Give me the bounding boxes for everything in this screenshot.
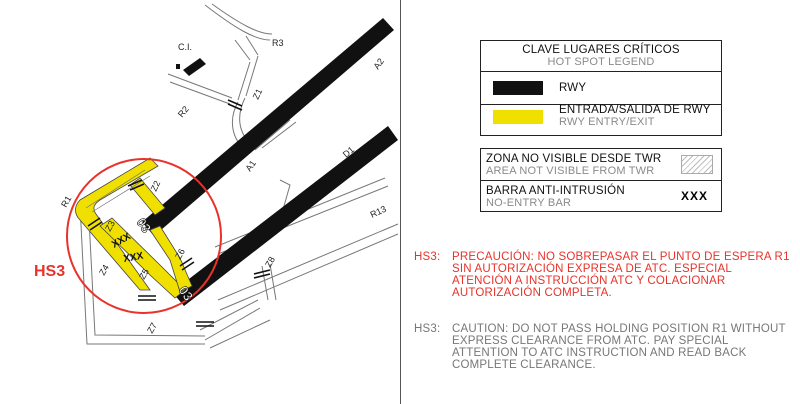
legend-row-rwy: RWY <box>481 72 721 104</box>
ci-building <box>183 58 206 76</box>
label-z4: Z4 <box>97 263 111 277</box>
label-z6: Z6 <box>173 247 187 261</box>
hotspot-label: HS3 <box>34 263 65 280</box>
no-entry-bar-b: XXX <box>123 251 145 265</box>
entry-swatch <box>493 110 543 124</box>
zone-label-en: AREA NOT VISIBLE FROM TWR <box>486 164 655 177</box>
note-en-label: HS3: <box>414 323 441 335</box>
legend-row-bar: BARRA ANTI-INTRUSIÓN NO-ENTRY BAR XXX <box>481 180 721 212</box>
hotspot-circle <box>66 158 222 314</box>
label-r13: R13 <box>369 204 388 220</box>
visibility-legend: ZONA NO VISIBLE DESDE TWR AREA NOT VISIB… <box>480 148 722 212</box>
label-z3: Z3 <box>103 219 117 233</box>
legend-rwy-label: RWY <box>559 82 587 94</box>
runway-upper <box>142 18 394 236</box>
entry-exit-taxiways <box>75 157 193 299</box>
note-es-label: HS3: <box>414 251 441 263</box>
bar-label-es: BARRA ANTI-INTRUSIÓN <box>486 184 625 197</box>
legend-title-en: HOT SPOT LEGEND <box>547 56 655 68</box>
label-a2: A2 <box>371 56 386 71</box>
label-r3: R3 <box>272 38 284 48</box>
divider <box>400 0 401 404</box>
label-z8: Z8 <box>263 255 277 269</box>
aerodrome-map: C.I. R3 A2 R2 Z1 A1 D1 Z2 R1 Z3 Z4 Z5 Z6… <box>34 3 399 349</box>
runway-lower <box>172 126 398 306</box>
legend-row-entry: ENTRADA/SALIDA DE RWY RWY ENTRY/EXIT <box>481 104 721 135</box>
hatch-swatch <box>681 155 713 174</box>
hotspot-legend: CLAVE LUGARES CRÍTICOS HOT SPOT LEGEND R… <box>480 40 722 136</box>
label-a1: A1 <box>243 158 258 173</box>
legend-entry-en: RWY ENTRY/EXIT <box>559 116 655 128</box>
no-entry-bar-symbol: XXX <box>681 189 709 203</box>
rwy-swatch <box>493 81 543 95</box>
note-en-text: CAUTION: DO NOT PASS HOLDING POSITION R1… <box>452 323 786 371</box>
holding-bars <box>87 99 271 327</box>
legend-title-es: CLAVE LUGARES CRÍTICOS <box>522 44 680 56</box>
legend-row-zone: ZONA NO VISIBLE DESDE TWR AREA NOT VISIB… <box>481 149 721 180</box>
label-r2: R2 <box>176 104 191 119</box>
label-r1: R1 <box>59 194 73 209</box>
label-z5: Z5 <box>137 267 151 281</box>
zone-label-es: ZONA NO VISIBLE DESDE TWR <box>486 152 662 165</box>
legend-entry-es: ENTRADA/SALIDA DE RWY <box>559 104 711 116</box>
legend-header: CLAVE LUGARES CRÍTICOS HOT SPOT LEGEND <box>481 41 721 72</box>
label-ci: C.I. <box>178 42 192 52</box>
label-z1: Z1 <box>251 87 265 101</box>
note-es-text: PRECAUCIÓN: NO SOBREPASAR EL PUNTO DE ES… <box>452 251 790 299</box>
label-z7: Z7 <box>145 321 159 335</box>
bar-label-en: NO-ENTRY BAR <box>486 196 572 209</box>
label-z2: Z2 <box>149 179 163 193</box>
